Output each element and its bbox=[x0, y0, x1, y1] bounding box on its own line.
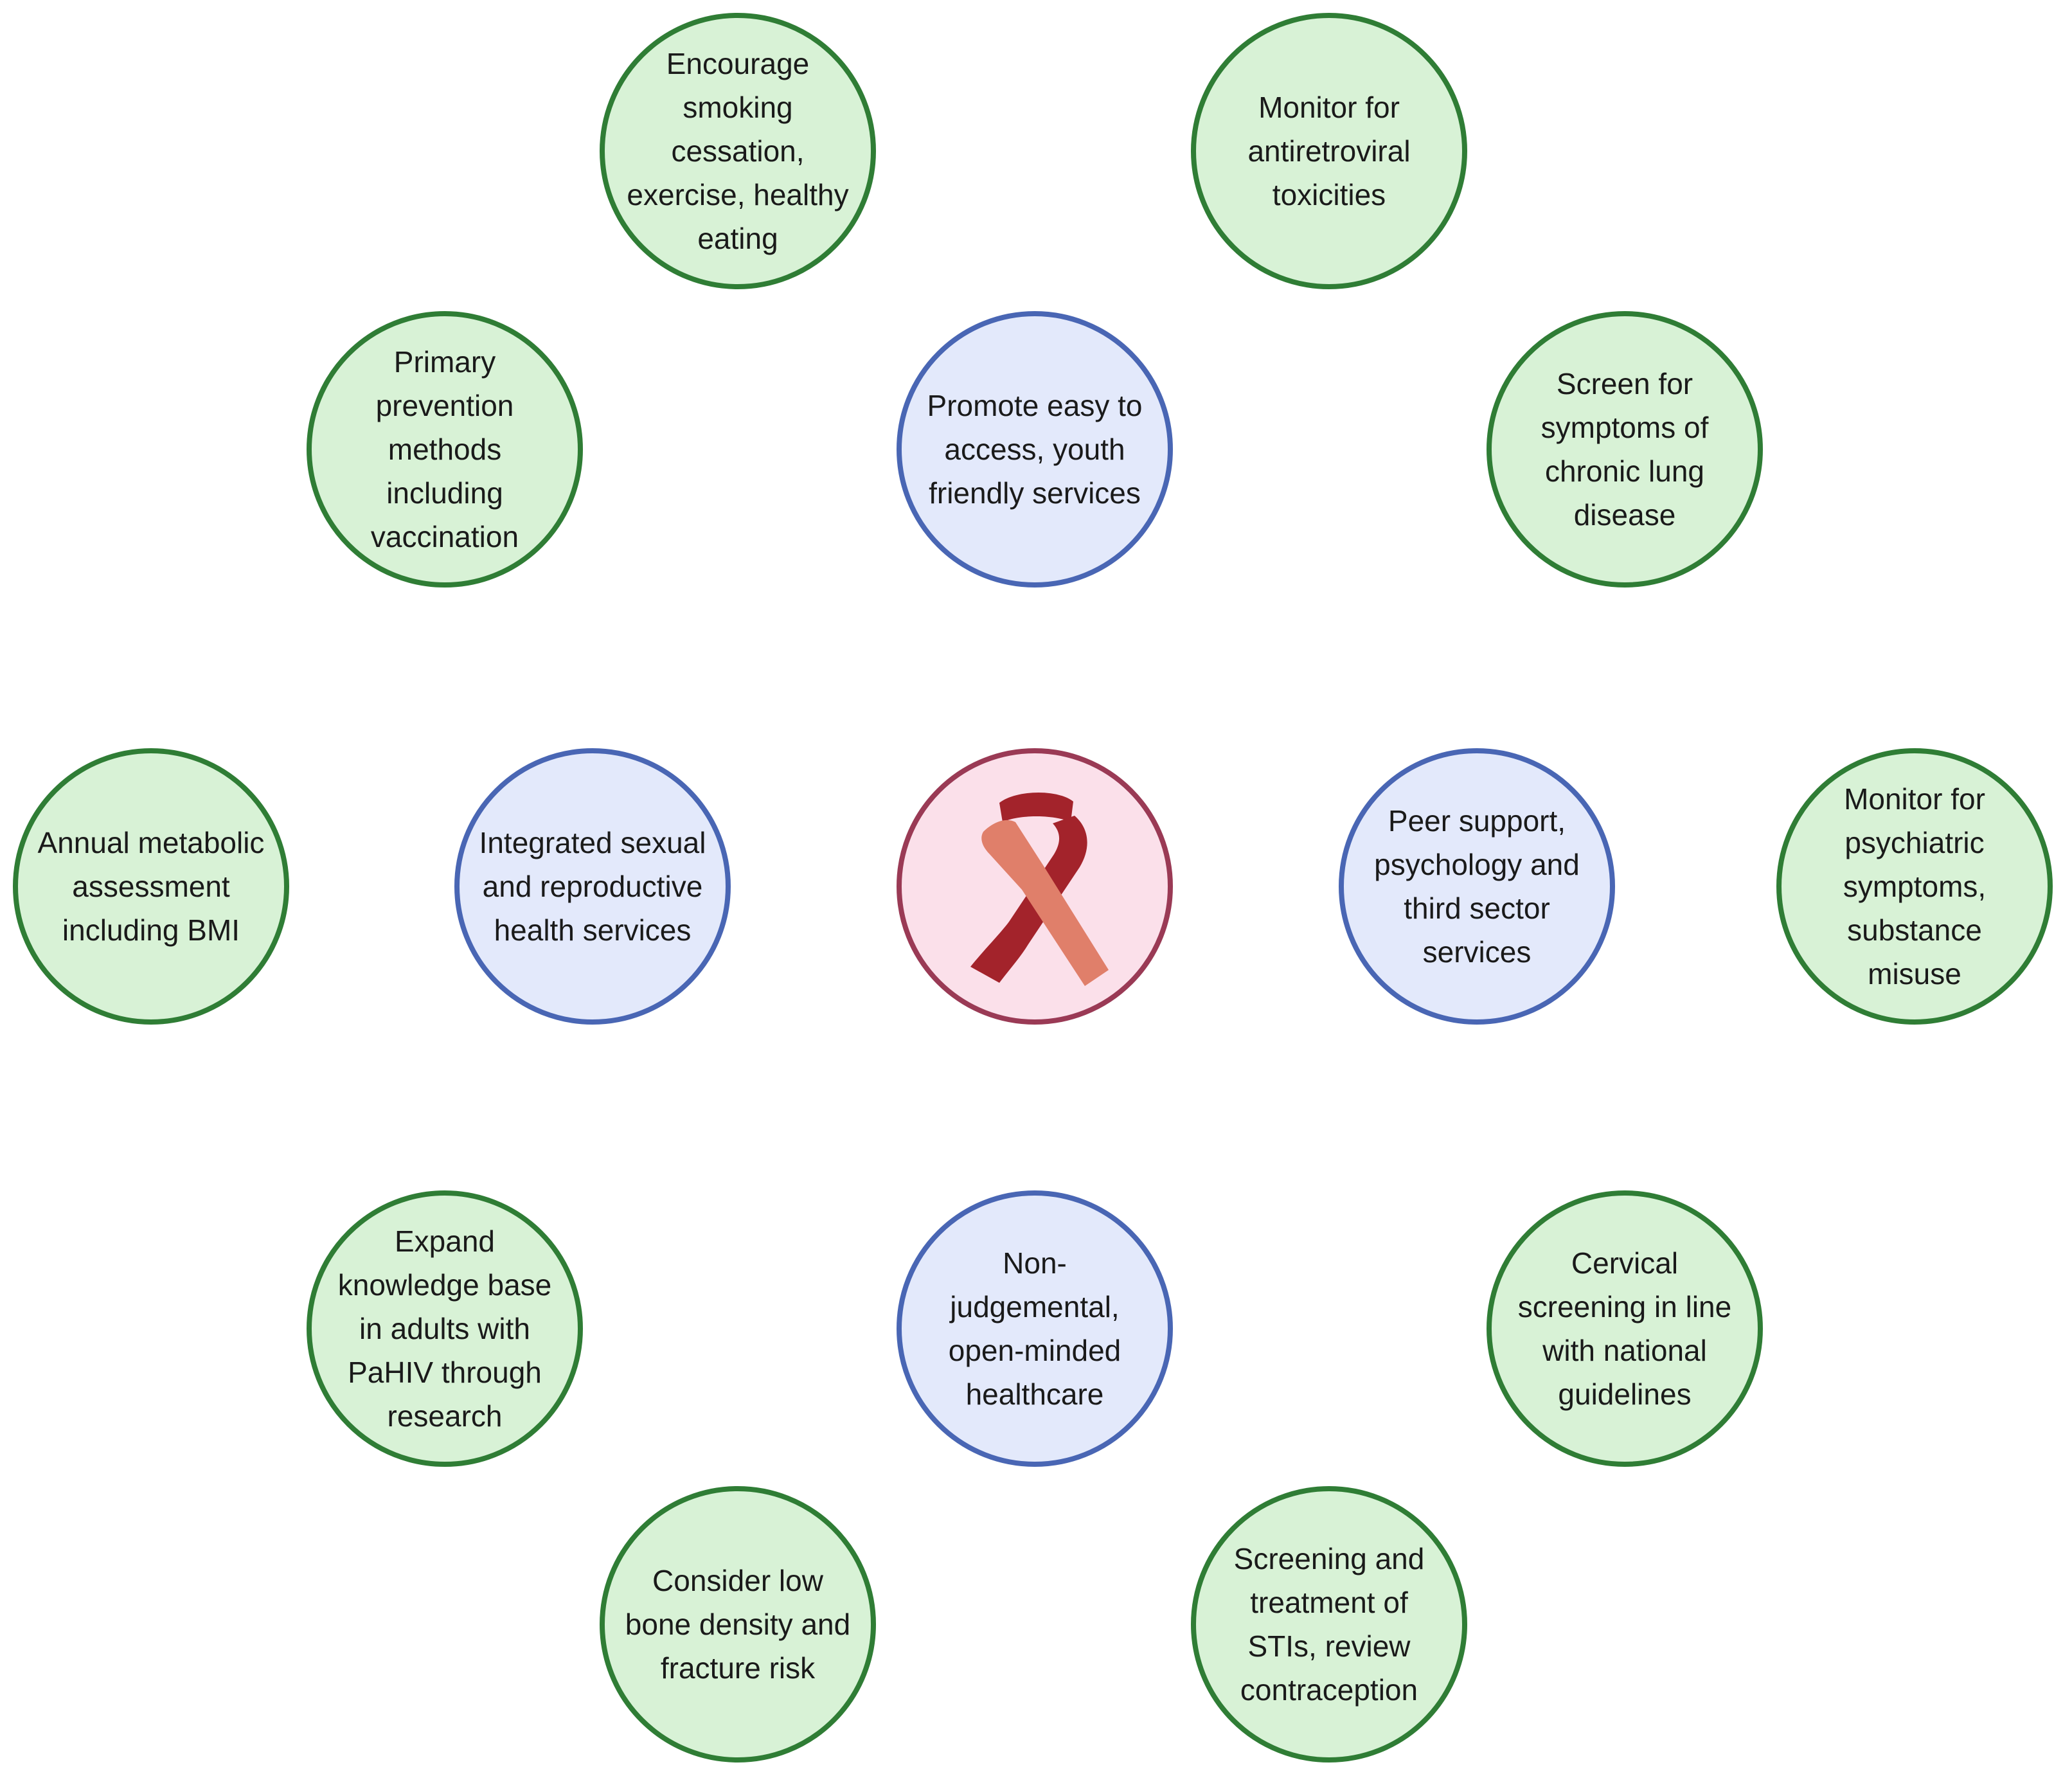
node-chronic-lung-disease: Screen for symptoms of chronic lung dise… bbox=[1487, 311, 1763, 588]
node-sexual-reproductive-health: Integrated sexual and reproductive healt… bbox=[454, 748, 731, 1025]
node-label: Encourage smoking cessation, exercise, h… bbox=[627, 47, 849, 255]
node-label: Non-judgemental, open-minded healthcare bbox=[948, 1246, 1121, 1411]
node-youth-friendly-services: Promote easy to access, youth friendly s… bbox=[897, 311, 1173, 588]
node-label: Cervical screening in line with national… bbox=[1517, 1246, 1732, 1411]
node-smoking-cessation: Encourage smoking cessation, exercise, h… bbox=[600, 13, 876, 289]
ribbon-light-band bbox=[981, 820, 1109, 986]
node-label: Primary prevention methods including vac… bbox=[370, 345, 519, 553]
node-psychiatric-symptoms: Monitor for psychiatric symptoms, substa… bbox=[1776, 748, 2053, 1025]
node-label: Screen for symptoms of chronic lung dise… bbox=[1541, 367, 1709, 532]
node-non-judgemental-healthcare: Non-judgemental, open-minded healthcare bbox=[897, 1190, 1173, 1467]
node-label: Monitor for antiretroviral toxicities bbox=[1247, 91, 1411, 211]
node-label: Integrated sexual and reproductive healt… bbox=[479, 826, 706, 947]
node-label: Consider low bone density and fracture r… bbox=[625, 1564, 851, 1685]
node-antiretroviral-toxicities: Monitor for antiretroviral toxicities bbox=[1191, 13, 1467, 289]
node-label: Promote easy to access, youth friendly s… bbox=[927, 389, 1143, 510]
node-metabolic-assessment: Annual metabolic assessment including BM… bbox=[13, 748, 289, 1025]
node-bone-density: Consider low bone density and fracture r… bbox=[600, 1486, 876, 1763]
node-label: Screening and treatment of STIs, review … bbox=[1233, 1542, 1425, 1707]
node-cervical-screening: Cervical screening in line with national… bbox=[1487, 1190, 1763, 1467]
node-label: Expand knowledge base in adults with PaH… bbox=[337, 1224, 552, 1433]
node-research: Expand knowledge base in adults with PaH… bbox=[307, 1190, 583, 1467]
node-label: Monitor for psychiatric symptoms, substa… bbox=[1843, 782, 1987, 991]
node-peer-support: Peer support, psychology and third secto… bbox=[1339, 748, 1615, 1025]
node-primary-prevention: Primary prevention methods including vac… bbox=[307, 311, 583, 588]
awareness-ribbon-icon bbox=[970, 792, 1109, 986]
node-label: Annual metabolic assessment including BM… bbox=[37, 826, 265, 947]
ribbon-top-loop bbox=[999, 792, 1073, 822]
node-center-ribbon bbox=[897, 748, 1173, 1025]
node-sti-screening: Screening and treatment of STIs, review … bbox=[1191, 1486, 1467, 1763]
node-label: Peer support, psychology and third secto… bbox=[1374, 804, 1580, 969]
